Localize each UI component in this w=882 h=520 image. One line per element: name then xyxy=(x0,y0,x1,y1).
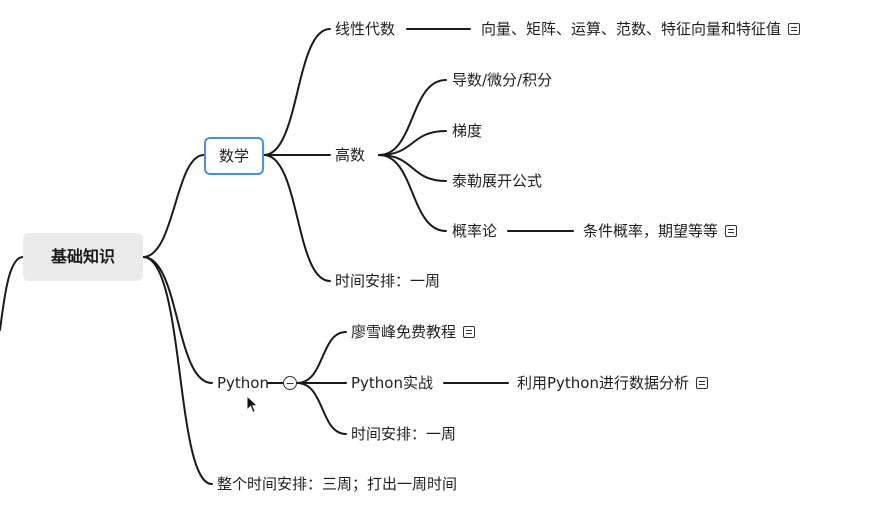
root-label: 基础知识 xyxy=(50,247,115,266)
edge-root-parent xyxy=(0,256,24,331)
overall-schedule-node[interactable]: 整个时间安排：三周；打出一周时间 xyxy=(217,474,457,494)
math-node[interactable]: 数学 xyxy=(204,137,264,175)
edge-calc-taylor xyxy=(378,154,447,182)
edge-root-math xyxy=(142,154,205,258)
edge-math-schedule xyxy=(263,154,331,282)
edge-math-linear xyxy=(263,28,331,156)
derivative-label: 导数/微分/积分 xyxy=(452,71,553,89)
taylor-label: 泰勒展开公式 xyxy=(452,172,543,190)
collapse-toggle-icon[interactable]: − xyxy=(283,376,297,390)
collapse-symbol: − xyxy=(285,376,295,390)
probability-label: 概率论 xyxy=(452,222,498,240)
edge-root-python xyxy=(142,256,213,384)
overall-schedule-label: 整个时间安排：三周；打出一周时间 xyxy=(217,475,458,493)
note-icon[interactable] xyxy=(696,377,708,389)
note-icon[interactable] xyxy=(463,326,476,338)
math-schedule-label: 时间安排：一周 xyxy=(335,272,441,290)
python-practice-label: Python实战 xyxy=(351,374,433,392)
linear-algebra-detail-node[interactable]: 向量、矩阵、运算、范数、特征向量和特征值 xyxy=(481,19,801,39)
python-node[interactable]: Python xyxy=(217,373,269,393)
edge-root-overall xyxy=(142,256,213,485)
python-practice-node[interactable]: Python实战 xyxy=(351,373,433,393)
taylor-node[interactable]: 泰勒展开公式 xyxy=(452,171,542,191)
edge-calc-gradient xyxy=(378,130,447,156)
math-schedule-node[interactable]: 时间安排：一周 xyxy=(335,271,440,291)
linear-algebra-node[interactable]: 线性代数 xyxy=(335,19,395,39)
derivative-node[interactable]: 导数/微分/积分 xyxy=(452,70,552,90)
probability-node[interactable]: 概率论 xyxy=(452,221,497,241)
python-label: Python xyxy=(217,374,269,392)
probability-detail-node[interactable]: 条件概率，期望等等 xyxy=(583,221,738,241)
python-schedule-label: 时间安排：一周 xyxy=(351,425,457,443)
edge-calc-derivative xyxy=(378,79,447,156)
edge-calc-probability xyxy=(378,154,447,232)
gradient-node[interactable]: 梯度 xyxy=(452,121,482,141)
edge-python-schedule xyxy=(296,382,347,435)
edge-python-tutorial xyxy=(296,331,347,384)
python-tutorial-node[interactable]: 廖雪峰免费教程 xyxy=(351,322,476,342)
root-node[interactable]: 基础知识 xyxy=(23,233,143,281)
probability-detail-label: 条件概率，期望等等 xyxy=(583,222,719,240)
calculus-node[interactable]: 高数 xyxy=(335,145,365,165)
calculus-label: 高数 xyxy=(335,146,366,164)
mouse-pointer-icon xyxy=(246,395,259,414)
math-label: 数学 xyxy=(218,147,249,165)
python-tutorial-label: 廖雪峰免费教程 xyxy=(351,323,457,341)
python-schedule-node[interactable]: 时间安排：一周 xyxy=(351,424,456,444)
python-practice-detail-label: 利用Python进行数据分析 xyxy=(517,374,689,392)
gradient-label: 梯度 xyxy=(452,122,483,140)
linear-algebra-label: 线性代数 xyxy=(335,20,396,38)
python-practice-detail-node[interactable]: 利用Python进行数据分析 xyxy=(517,373,708,393)
note-icon[interactable] xyxy=(725,225,738,237)
linear-algebra-detail-label: 向量、矩阵、运算、范数、特征向量和特征值 xyxy=(481,20,782,38)
note-icon[interactable] xyxy=(788,23,801,35)
